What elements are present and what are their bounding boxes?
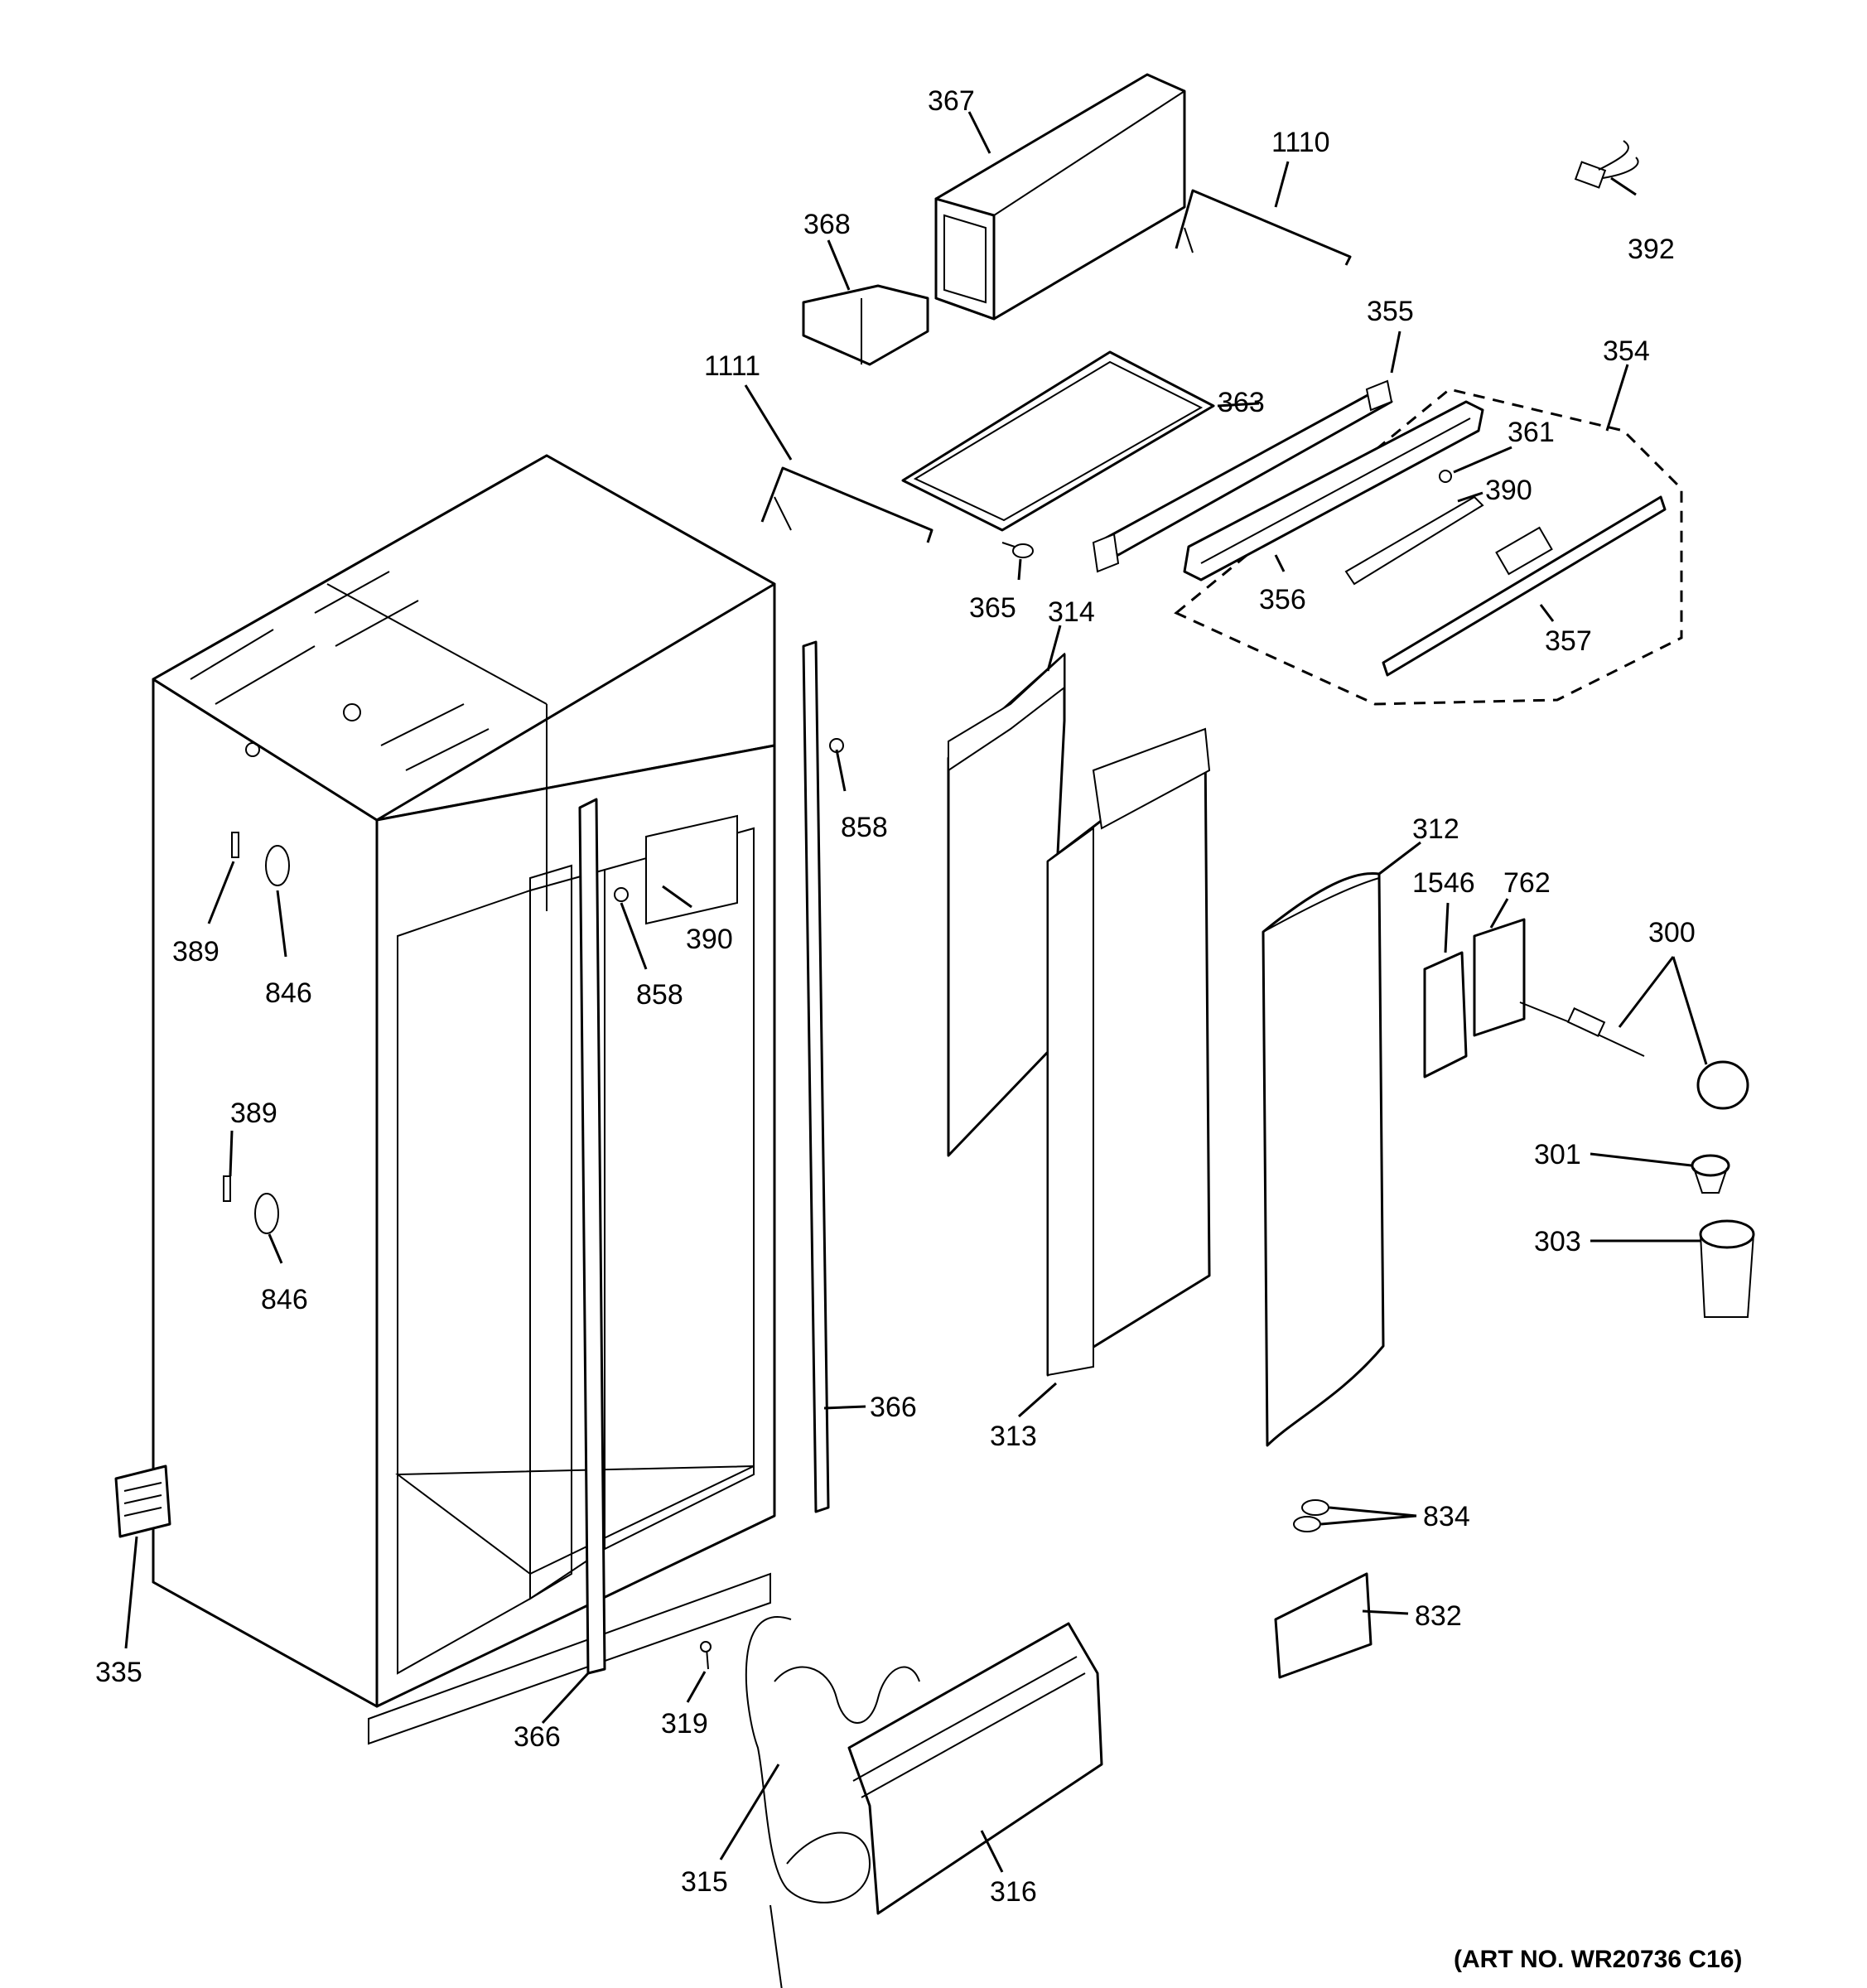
callout-355: 355 (1367, 296, 1414, 327)
part-390-board (1344, 495, 1484, 586)
callout-389-bottom: 389 (230, 1098, 277, 1129)
part-301-cap (1691, 1154, 1730, 1194)
part-357-panel (1382, 495, 1667, 677)
callout-368: 368 (803, 209, 851, 240)
callout-356: 356 (1259, 584, 1306, 615)
part-314-liner (947, 652, 1066, 1157)
callout-834: 834 (1423, 1501, 1470, 1532)
callout-832: 832 (1415, 1600, 1462, 1632)
part-762-block (1473, 918, 1526, 1037)
callout-labels: 367 1110 392 368 355 354 1111 363 361 39… (95, 85, 1742, 1973)
part-335-grille (114, 1464, 171, 1538)
part-315-tubing (745, 1616, 920, 1988)
part-354-assembly-outline (1174, 388, 1683, 706)
part-312-cover (1262, 871, 1385, 1447)
callout-313: 313 (990, 1421, 1037, 1452)
callout-314: 314 (1048, 596, 1095, 628)
part-392-connector (1574, 140, 1639, 189)
part-1546-bracket (1423, 951, 1468, 1078)
part-319-screw (700, 1641, 712, 1670)
callout-858-case: 858 (636, 979, 683, 1011)
callout-1546: 1546 (1412, 867, 1475, 899)
part-366-strip-front (578, 798, 606, 1675)
part-367-duct (934, 73, 1186, 321)
callout-312: 312 (1412, 813, 1459, 845)
callout-303: 303 (1534, 1226, 1581, 1257)
callout-392: 392 (1628, 234, 1675, 265)
callout-335: 335 (95, 1657, 142, 1688)
callout-315: 315 (681, 1866, 728, 1898)
part-355-bracket (1092, 379, 1393, 573)
callout-361: 361 (1508, 417, 1555, 448)
callout-366-right: 366 (870, 1392, 917, 1423)
art-number: (ART NO. WR20736 C16) (1454, 1946, 1742, 1973)
callout-390-top: 390 (1485, 475, 1532, 506)
callout-1111: 1111 (704, 350, 760, 382)
part-356-bar (1183, 400, 1484, 581)
callout-858-right: 858 (841, 812, 888, 843)
callout-300: 300 (1648, 917, 1696, 948)
callout-366-front: 366 (514, 1721, 561, 1753)
callout-357: 357 (1545, 625, 1592, 657)
part-363-panel (901, 350, 1215, 532)
callout-367: 367 (928, 85, 975, 117)
part-366-strip-right (802, 640, 830, 1513)
cabinet-case (152, 454, 776, 1745)
part-303-filter (1699, 1219, 1755, 1318)
callout-301: 301 (1534, 1139, 1581, 1170)
callout-846-bottom: 846 (261, 1284, 308, 1315)
leader-lines (124, 111, 1708, 1873)
part-365-clip (1001, 542, 1034, 558)
callout-762: 762 (1503, 867, 1551, 899)
callout-365: 365 (969, 592, 1016, 624)
callout-389-top: 389 (172, 936, 220, 967)
part-316-panel (847, 1622, 1103, 1915)
part-1110-rod (1175, 189, 1352, 266)
part-834-clips (1293, 1499, 1329, 1532)
callout-316: 316 (990, 1876, 1037, 1908)
part-368-bracket (802, 284, 929, 366)
callout-363: 363 (1218, 387, 1265, 418)
part-300-cartridge (1519, 1001, 1749, 1110)
part-361-screw (1439, 470, 1452, 483)
callout-354: 354 (1603, 335, 1650, 367)
callout-319: 319 (661, 1708, 708, 1740)
callout-1110: 1110 (1271, 127, 1330, 158)
part-832-bracket (1274, 1572, 1373, 1679)
part-313-liner (1046, 727, 1211, 1377)
callout-390-case: 390 (686, 924, 733, 955)
part-1111-rod (760, 466, 934, 543)
callout-846-top: 846 (265, 977, 312, 1009)
